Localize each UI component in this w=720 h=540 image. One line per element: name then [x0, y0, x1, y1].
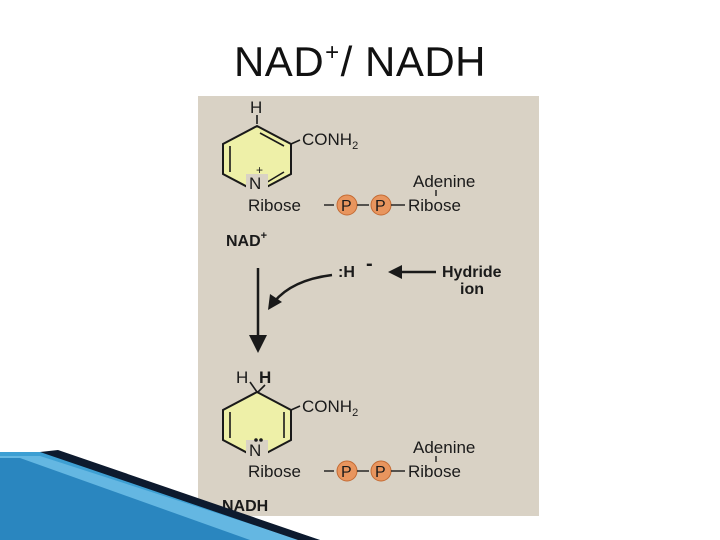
nadh-amide-bond — [290, 405, 301, 411]
nad-ring-n: N — [249, 174, 261, 193]
curved-hydride-arrow — [273, 273, 333, 303]
nad-adenine-label: Adenine — [413, 172, 475, 191]
nad-n-mask — [246, 174, 268, 204]
title-main: NAD — [233, 38, 325, 85]
hydride-charge: - — [366, 253, 373, 275]
nad-plus-structure: H CONH2 + N Adenine Ribose P P Ribose NA… — [222, 98, 475, 250]
nad-plus-label: NAD+ — [226, 230, 267, 250]
nadh-ring-h2: H — [259, 368, 271, 387]
hydride-source-arrow-head — [388, 265, 402, 279]
nad-ribose-right: Ribose — [408, 196, 461, 215]
nadh-n-mask — [246, 440, 268, 470]
slide-corner-accent — [0, 450, 320, 540]
nad-double-bond-1 — [259, 132, 285, 147]
nadh-h2-bond — [257, 384, 266, 393]
nadh-ribose-right: Ribose — [408, 462, 461, 481]
nadh-adenine-label: Adenine — [413, 438, 475, 457]
nadh-ribose-left: Ribose — [248, 462, 301, 481]
hydride-label-line1: Hydride — [442, 264, 502, 281]
nadh-amide-text: CONH2 — [302, 397, 358, 419]
nadh-ring-h1: H — [236, 368, 248, 387]
nad-ribose-left: Ribose — [248, 196, 301, 215]
accent-dark-stripe — [40, 450, 320, 540]
reaction-arrows: :H - Hydride ion — [249, 253, 502, 353]
nadh-lone-pair-dot-1 — [254, 438, 258, 442]
nad-ring-h: H — [250, 98, 262, 117]
slide-title: NAD+/ NADH — [0, 38, 720, 86]
nadh-phosphate-1-label: P — [341, 464, 352, 481]
hydride-label-line2: ion — [460, 281, 484, 298]
title-superscript: + — [325, 39, 340, 66]
nadh-lone-pair-dot-2 — [259, 438, 263, 442]
nad-phosphate-1-label: P — [341, 198, 352, 215]
nad-amide-bond — [290, 139, 301, 145]
hydride-symbol: :H — [338, 264, 355, 281]
nad-n-charge: + — [256, 163, 263, 177]
reduction-arrow-head — [249, 335, 267, 353]
curved-hydride-arrow-head — [268, 294, 282, 310]
nadh-ring-n: N — [249, 441, 261, 460]
title-rest: / NADH — [340, 38, 487, 85]
nadh-h1-bond — [249, 381, 258, 393]
nad-amide-text: CONH2 — [302, 130, 358, 152]
accent-mid-band — [0, 458, 250, 540]
nad-phosphate-2-label: P — [375, 198, 386, 215]
nadh-phosphate-2-label: P — [375, 464, 386, 481]
